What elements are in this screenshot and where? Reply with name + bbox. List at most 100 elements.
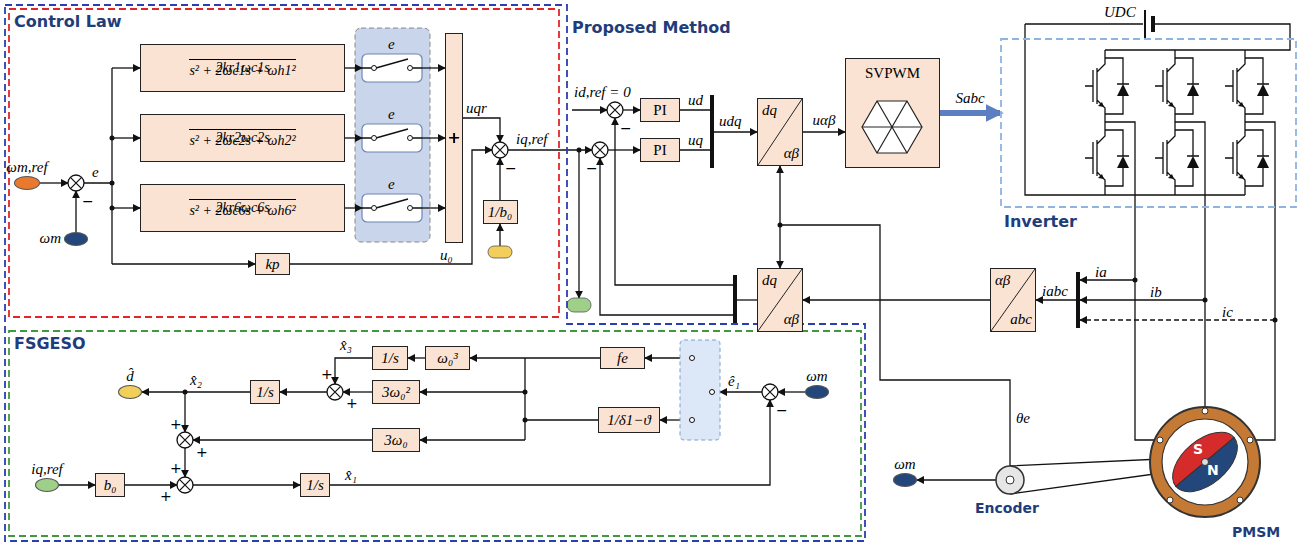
- signal-label: udq: [719, 113, 742, 130]
- signal-tag: ωm: [805, 385, 829, 399]
- wire: [112, 137, 140, 138]
- sign: +: [160, 488, 172, 504]
- wire: [499, 158, 500, 200]
- estimate-tag: [488, 246, 512, 258]
- wire: [1105, 122, 1275, 440]
- wire: [1080, 319, 1275, 320]
- emitter-arrow: [1098, 174, 1104, 179]
- summing-junction: [492, 142, 508, 158]
- block-text: 1/s: [256, 384, 274, 401]
- edge-label: uαβ: [813, 112, 836, 129]
- block: 3ω₀: [372, 428, 420, 452]
- sign: +: [346, 395, 358, 411]
- block: 1/b₀: [483, 200, 518, 224]
- block-text: PI: [653, 142, 666, 159]
- vector-star: [862, 101, 922, 153]
- diagonal-line: [758, 269, 802, 331]
- block-text: s² + 2ωc2s + ωh2²: [189, 129, 295, 149]
- block-text: ωm,ref: [6, 159, 47, 176]
- diagonal-line: [758, 99, 802, 165]
- region: Proposed MethodControl Lawωm,refωm2kr1ωc…: [4, 4, 866, 542]
- connector: [779, 166, 780, 268]
- igbt: [1085, 122, 1129, 195]
- sign: +: [170, 416, 182, 432]
- signal-label: ud: [688, 92, 703, 109]
- signal-label: e: [92, 164, 99, 181]
- wire: [343, 391, 372, 392]
- block-text: SVPWM: [846, 65, 939, 82]
- signal-label: iabc: [1042, 283, 1068, 300]
- region: FSGESOd̂iq,refb₀1/s1/sω₀³3ω₀²3ω₀1/sfe1/δ…: [8, 330, 862, 537]
- region-border: [9, 9, 559, 317]
- signal-tag: ωm: [64, 232, 88, 246]
- block-text: ωm: [40, 230, 61, 247]
- block-text: 1/s: [381, 350, 399, 367]
- block: b₀: [95, 473, 125, 497]
- diagonal-line: [991, 269, 1035, 331]
- transform-block: dqαβ: [757, 98, 803, 166]
- wire: [40, 182, 68, 183]
- block-text: αβ: [995, 272, 1010, 289]
- summing-junction: [592, 142, 608, 158]
- block-text: ω₀³: [437, 350, 457, 367]
- pwm-signal-arrow: [940, 110, 1000, 116]
- connector: [803, 299, 990, 300]
- wire: [112, 67, 140, 68]
- block: 1/s: [250, 380, 280, 404]
- region-outline: [1000, 38, 1297, 208]
- signal-label: ic: [1222, 304, 1233, 321]
- pole-letter: N: [1207, 462, 1219, 478]
- signal-label: UDC: [1104, 4, 1136, 21]
- sign: −: [82, 193, 94, 209]
- switch: [362, 54, 422, 82]
- signal-label: x̂₁: [345, 467, 357, 484]
- transform-block: αβ abc: [990, 268, 1036, 332]
- wire: [142, 391, 250, 392]
- signal-label: uq: [688, 132, 703, 149]
- part-name: Encoder: [975, 500, 1039, 516]
- region-title: FSGESO: [14, 334, 86, 353]
- switch: [362, 124, 422, 152]
- igbt: [1225, 122, 1269, 195]
- wire: [720, 391, 762, 392]
- wire: [84, 68, 112, 264]
- wire: [59, 484, 95, 485]
- block-text: s² + 2ωc6s + ωh6²: [189, 199, 295, 219]
- block-text: abc: [1010, 311, 1032, 328]
- sum-block: +++: [445, 33, 463, 243]
- wire: [608, 149, 640, 150]
- wire: [1080, 299, 1205, 300]
- block-text: d̂: [126, 368, 134, 385]
- wire: [623, 109, 640, 110]
- junction-dots: [110, 136, 1278, 423]
- region-title: Proposed Method: [572, 18, 731, 37]
- encoder: [996, 466, 1024, 494]
- connector: [803, 131, 845, 132]
- signal-label: θe: [1016, 410, 1030, 427]
- signal-label: x̂₂: [190, 372, 202, 389]
- diode: [1117, 156, 1129, 168]
- block-text: 3ω₀²: [382, 384, 410, 401]
- region-title: Inverter: [1004, 212, 1077, 231]
- igbt: [1225, 50, 1269, 122]
- wire: [470, 357, 600, 358]
- battery: [1151, 16, 1155, 32]
- block: 1/s: [300, 473, 330, 497]
- block: 1/s: [372, 346, 408, 370]
- region-border: [1001, 39, 1296, 207]
- selector-switch: [680, 340, 720, 440]
- wire: [917, 479, 996, 480]
- switch-contacts: [690, 356, 715, 423]
- block-text: dq: [762, 102, 777, 119]
- summing-junction: [327, 384, 343, 400]
- signal-label: e: [388, 106, 395, 123]
- reference-tag: [567, 298, 591, 312]
- pole-letter: S: [1193, 441, 1203, 457]
- region-title: Control Law: [14, 12, 121, 31]
- wire: [499, 224, 500, 246]
- wire: [1080, 279, 1135, 280]
- emitter-arrow: [1098, 102, 1104, 107]
- wire: [345, 137, 362, 138]
- wire: [1025, 24, 1290, 195]
- signal-label: u₀: [440, 247, 453, 264]
